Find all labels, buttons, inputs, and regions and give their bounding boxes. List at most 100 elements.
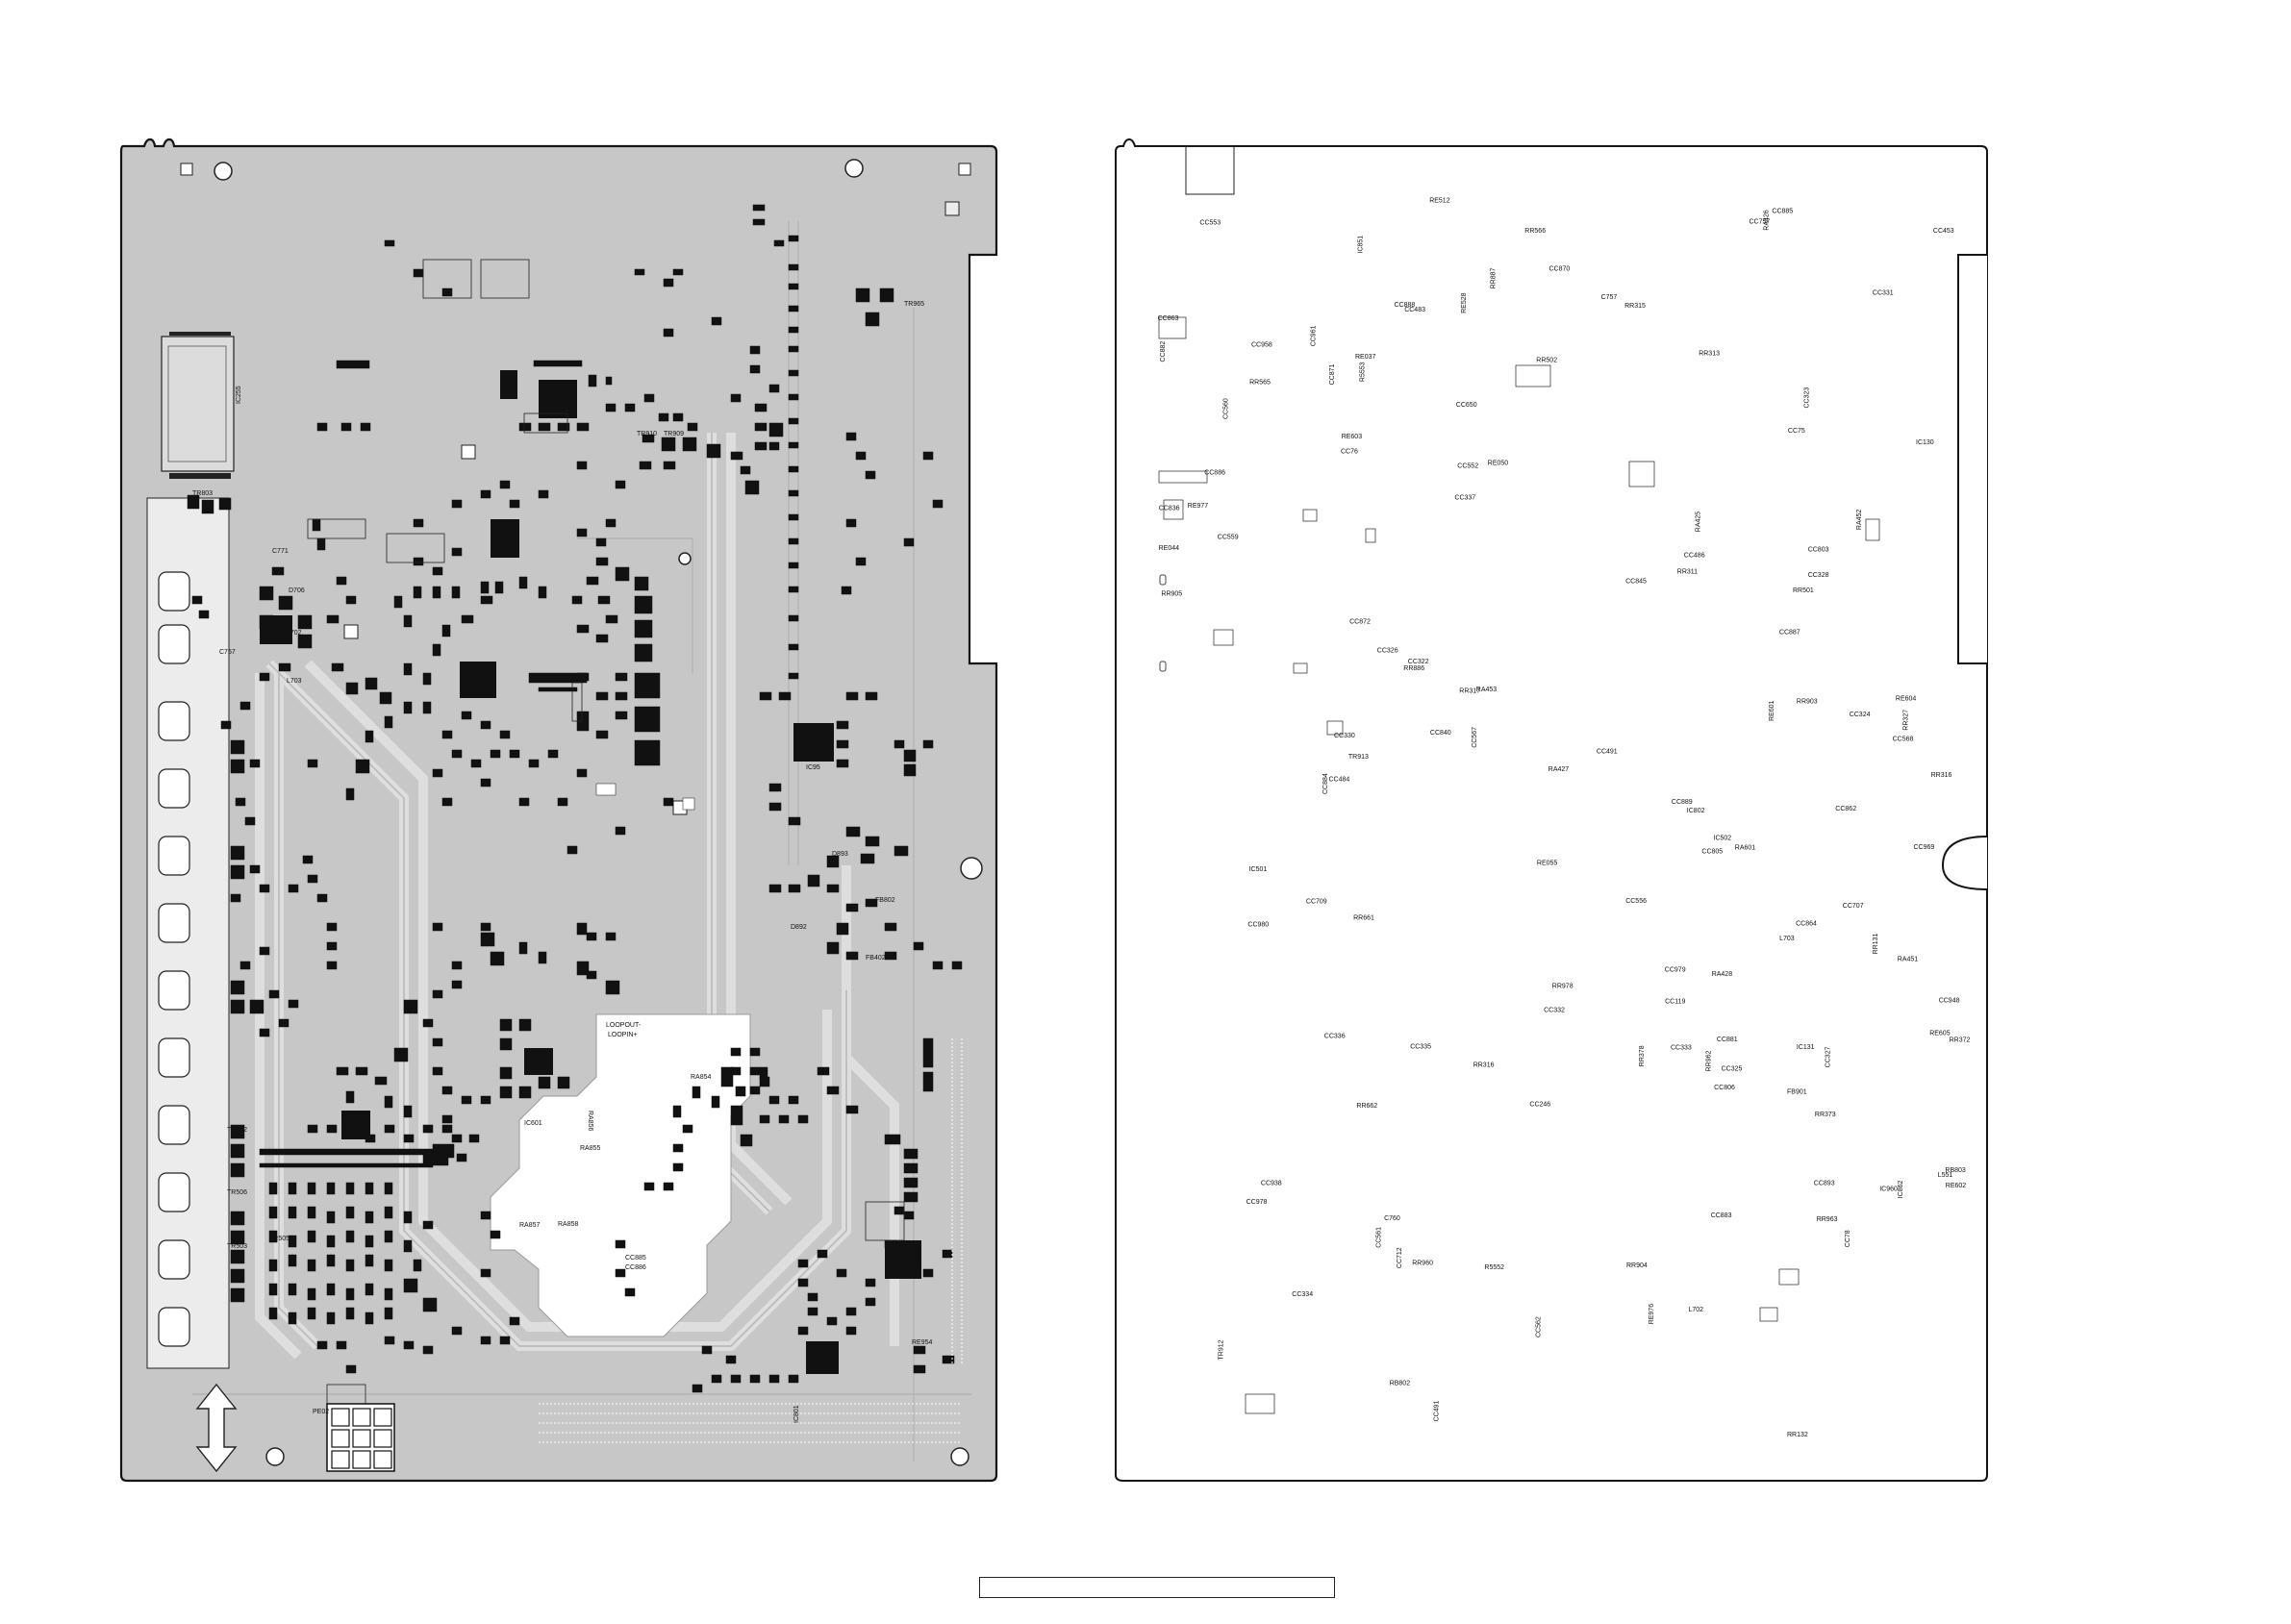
right-label: CC757 [1750,219,1771,226]
right-label: L703 [1779,936,1795,942]
right-label: RA601 [1735,844,1756,851]
right-label: CC552 [1457,463,1478,470]
right-label: CC484 [1329,776,1350,783]
edge-connector-slots [158,571,190,1347]
right-label: RR978 [1552,984,1573,990]
right-label: CC326 [1377,648,1398,655]
right-label: CC883 [1711,1212,1732,1219]
power-connector [326,1403,395,1472]
right-label: IC130 [1916,439,1934,446]
right-label: L551 [1938,1172,1953,1179]
right-label: R5553 [1359,362,1366,382]
label-tr502: TR502 [227,1127,247,1134]
right-label: CC568 [1893,737,1914,743]
label-tr909: TR909 [664,431,684,437]
label-l703: L703 [287,678,302,685]
right-label: RR313 [1699,351,1720,358]
right-label: RR905 [1161,590,1182,597]
label-l702: L702 [287,630,302,637]
right-label: IC862 [1898,1181,1904,1199]
right-label: CC709 [1306,899,1327,906]
right-label: CC327 [1825,1046,1832,1067]
right-label: CC75 [1788,428,1805,435]
cutout-region [490,1013,751,1337]
label-pe02: PE02 [313,1409,329,1415]
right-label: CC323 [1803,387,1810,409]
label-tr803: TR803 [192,490,213,497]
right-label: RR131 [1873,934,1879,955]
label-ic255: IC255 [236,386,242,404]
right-label: IC960 [1879,1187,1898,1193]
right-label: CC881 [1717,1037,1738,1043]
label-c771: C771 [272,548,289,555]
large-ics [260,370,921,1374]
right-label: TR913 [1348,754,1369,761]
right-label: CC845 [1625,579,1647,586]
right-label: CC885 [1772,209,1793,215]
right-label: RA427 [1548,766,1570,773]
right-label: CC863 [1158,315,1179,322]
right-label: IC802 [1687,808,1705,814]
right-label: CC980 [1247,921,1269,928]
right-label: RE050 [1488,460,1509,466]
right-label: RR502 [1536,358,1557,364]
right-label: CC76 [1341,449,1358,456]
right-label: RR887 [1490,268,1497,289]
caption-box [979,1577,1335,1598]
right-label: CC324 [1850,712,1871,718]
right-label: CC884 [1322,773,1329,794]
right-label: IC502 [1714,836,1732,842]
right-label: CC334 [1292,1291,1313,1298]
right-label: CC978 [1246,1199,1268,1206]
right-label: RE601 [1769,700,1775,721]
right-label: CC333 [1671,1044,1692,1051]
right-label: RR963 [1817,1216,1838,1223]
right-label: CC803 [1808,547,1829,554]
right-label: RE977 [1188,503,1209,510]
right-label: TR912 [1219,1339,1225,1360]
right-label: CC328 [1808,572,1829,579]
right-label: RE602 [1946,1183,1967,1189]
right-label: RR904 [1626,1262,1648,1269]
label-ic753: IC753 [500,549,518,556]
right-label: RE603 [1342,434,1363,440]
right-label: RR662 [1356,1103,1377,1110]
right-label: CC871 [1329,364,1336,386]
right-label: RR565 [1249,379,1271,386]
right-label: CC567 [1472,727,1478,748]
right-label: CC331 [1873,289,1894,296]
right-label: FB901 [1787,1089,1807,1096]
right-label: RA452 [1856,510,1863,531]
right-label: CC491 [1597,748,1618,755]
right-label: RE055 [1537,861,1558,867]
label-re954: RE954 [912,1339,933,1346]
right-label: RR566 [1524,228,1546,235]
right-board-outline [1115,137,1988,1482]
right-label: CC961 [1311,325,1318,346]
right-label: RE044 [1159,545,1180,552]
right-label: CC650 [1456,402,1477,409]
right-label: IC501 [1249,866,1268,873]
right-label: RA425 [1695,512,1701,533]
label-tr910: TR910 [637,431,657,437]
label-fb402: FB402 [866,955,886,962]
right-label: CC556 [1625,898,1647,905]
right-label: RA428 [1712,971,1733,978]
double-arrow-icon [195,1383,238,1473]
right-label: CC336 [1324,1033,1346,1039]
right-label: RR378 [1639,1045,1646,1066]
right-label: CC979 [1665,967,1686,974]
right-label: CC322 [1408,659,1429,665]
right-label: CC553 [1199,220,1221,227]
right-label: CC78 [1845,1230,1851,1247]
right-label: RB802 [1390,1381,1411,1387]
label-d706: D706 [289,587,305,594]
right-board: RR311RR372CC334RR373CC75CC76CC78CC246CC3… [1115,137,1988,1482]
right-label: CC562 [1536,1316,1543,1337]
label-ra857: RA857 [519,1222,541,1229]
label-ra854: RA854 [691,1074,712,1081]
right-label: CC836 [1159,505,1180,512]
smd-components [187,204,963,1393]
